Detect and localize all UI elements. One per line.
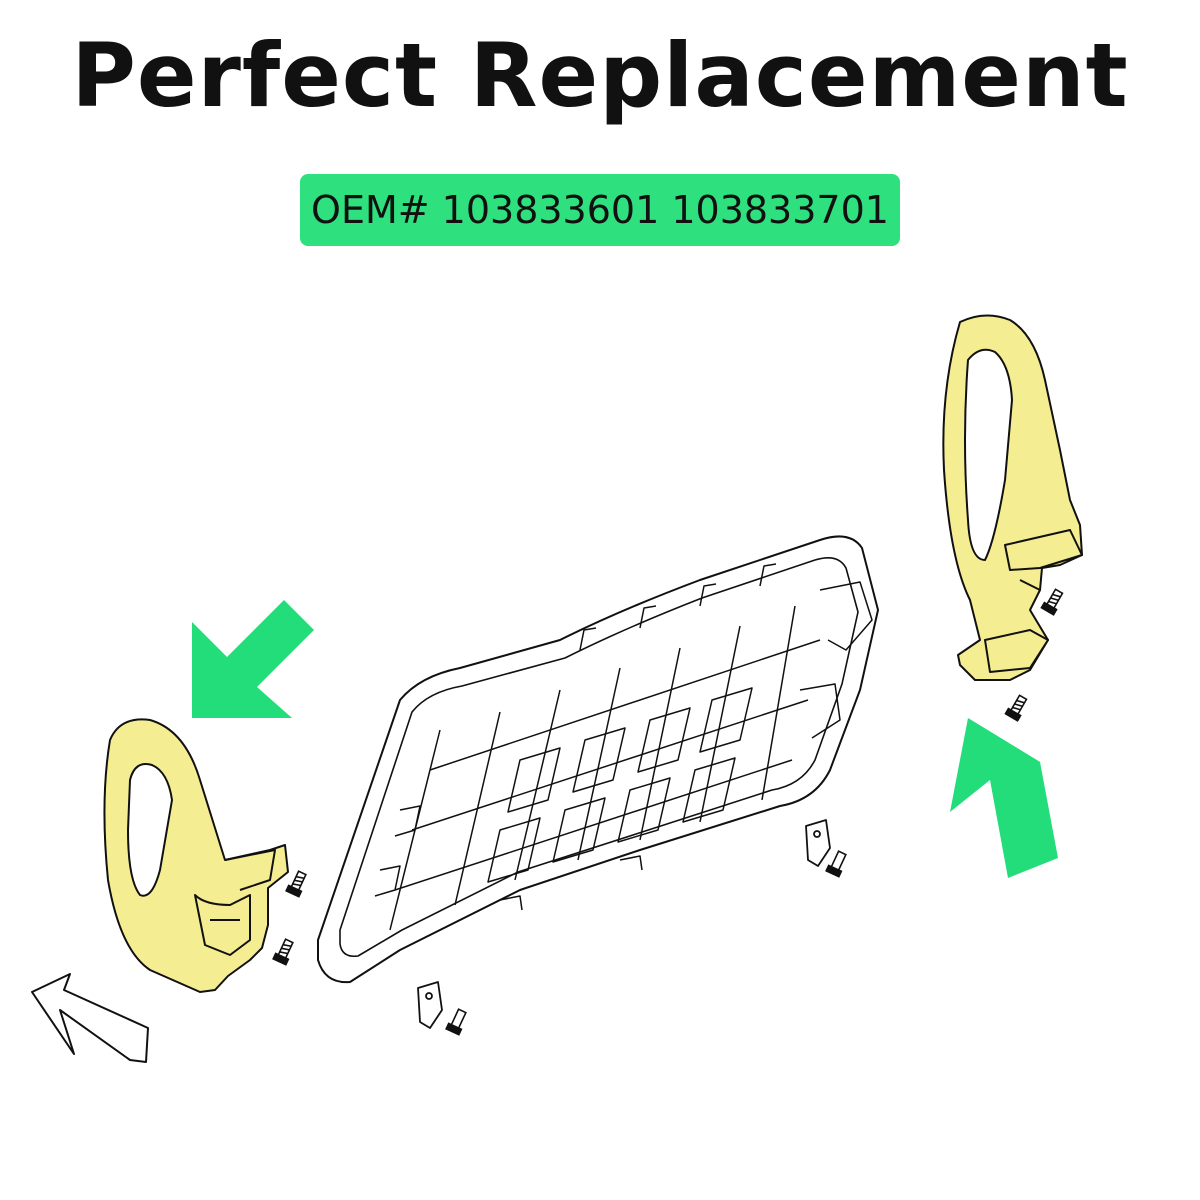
arrow-up-left-icon [950,718,1058,878]
right-handle-part [942,314,1083,681]
outline-arrow-icon [31,973,149,1063]
bracket-icon [417,819,831,1029]
oem-badge: OEM# 103833601 103833701 [300,174,900,246]
arrow-down-left-icon [192,600,314,718]
screw-icon [272,588,1064,1036]
seat-back-panel [317,535,879,984]
page-title: Perfect Replacement [71,24,1129,127]
left-handle-part [103,718,289,993]
